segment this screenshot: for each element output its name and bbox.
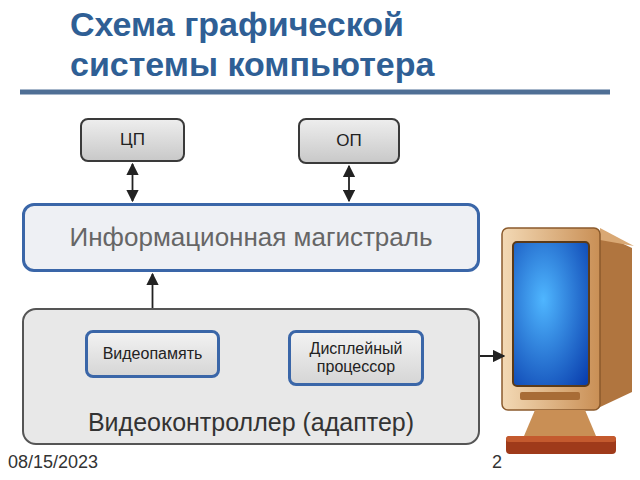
cpu-box: ЦП: [80, 118, 185, 162]
diagram-title: Схема графической системы компьютера: [70, 4, 510, 84]
connector-arrow: [132, 164, 134, 201]
node-text: Видеопамять: [103, 345, 203, 363]
bus-band: Информационная магистраль: [22, 203, 480, 272]
display-processor-box: Дисплейный процессор: [288, 330, 424, 386]
video-memory-box: Видеопамять: [85, 330, 220, 378]
memory-box: ОП: [298, 118, 400, 164]
date-label: 08/15/2023: [8, 452, 98, 473]
node-text: Информационная магистраль: [70, 223, 433, 253]
page-number: 2: [492, 452, 502, 473]
title-rule: [20, 90, 610, 95]
node-text: Видеоконтроллер (адаптер): [88, 408, 414, 437]
node-text: ОП: [336, 131, 361, 151]
video-controller-box: Видеоконтроллер (адаптер) Видеопамять Дисп…: [22, 308, 480, 445]
monitor-illustration: [502, 228, 634, 454]
node-text: Дисплейный процессор: [297, 340, 415, 377]
connector-arrow: [348, 166, 350, 201]
node-text: ЦП: [120, 130, 145, 150]
